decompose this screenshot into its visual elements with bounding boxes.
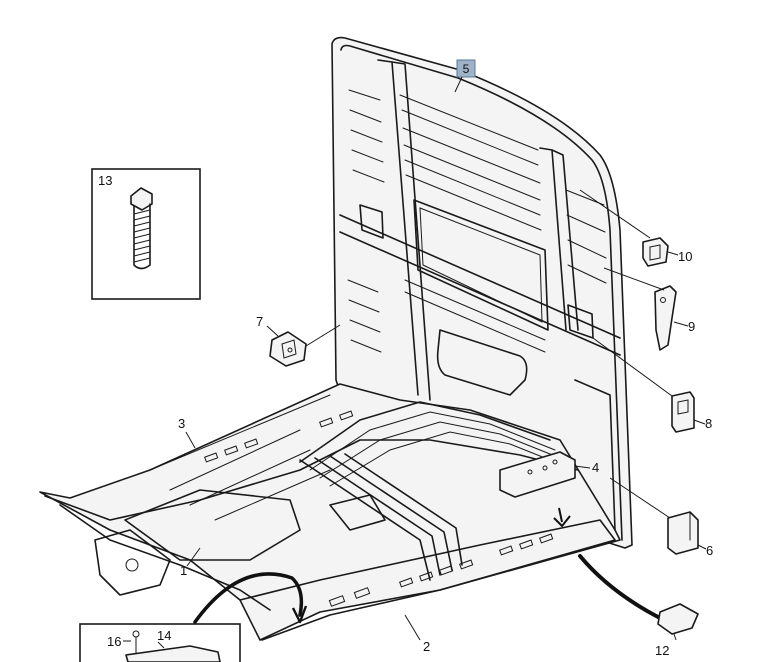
floor-assembly	[39, 383, 621, 641]
wiring-loom	[193, 507, 571, 624]
part-6-clip	[609, 477, 707, 555]
label-9: 9	[688, 319, 695, 334]
label-13: 13	[98, 173, 112, 188]
inset-13-box	[91, 168, 201, 300]
part-7-bracket	[266, 324, 341, 367]
part-4-bracket	[499, 451, 591, 498]
label-10: 10	[678, 249, 692, 264]
callout-5-label: 5	[463, 62, 470, 76]
part-9-hinge	[603, 267, 689, 351]
label-14: 14	[157, 628, 171, 643]
label-2: 2	[423, 639, 430, 654]
label-6: 6	[706, 543, 713, 558]
floor-slots	[204, 410, 554, 607]
part-10-clip	[579, 189, 679, 267]
part-12-cable	[578, 554, 699, 641]
bolt-icon	[130, 187, 153, 270]
part-8-clip	[592, 337, 706, 433]
label-12: 12	[655, 643, 669, 658]
label-1: 1	[180, 563, 187, 578]
label-3: 3	[178, 416, 185, 431]
label-16: 16	[107, 634, 121, 649]
label-4: 4	[592, 460, 599, 475]
inset-14-box	[79, 623, 241, 662]
label-7: 7	[256, 314, 263, 329]
callout-5: 5	[454, 59, 476, 93]
label-8: 8	[705, 416, 712, 431]
callout-labels: 1 2 3 4 6 7 8 9 10 12 13 14 16	[98, 173, 713, 658]
